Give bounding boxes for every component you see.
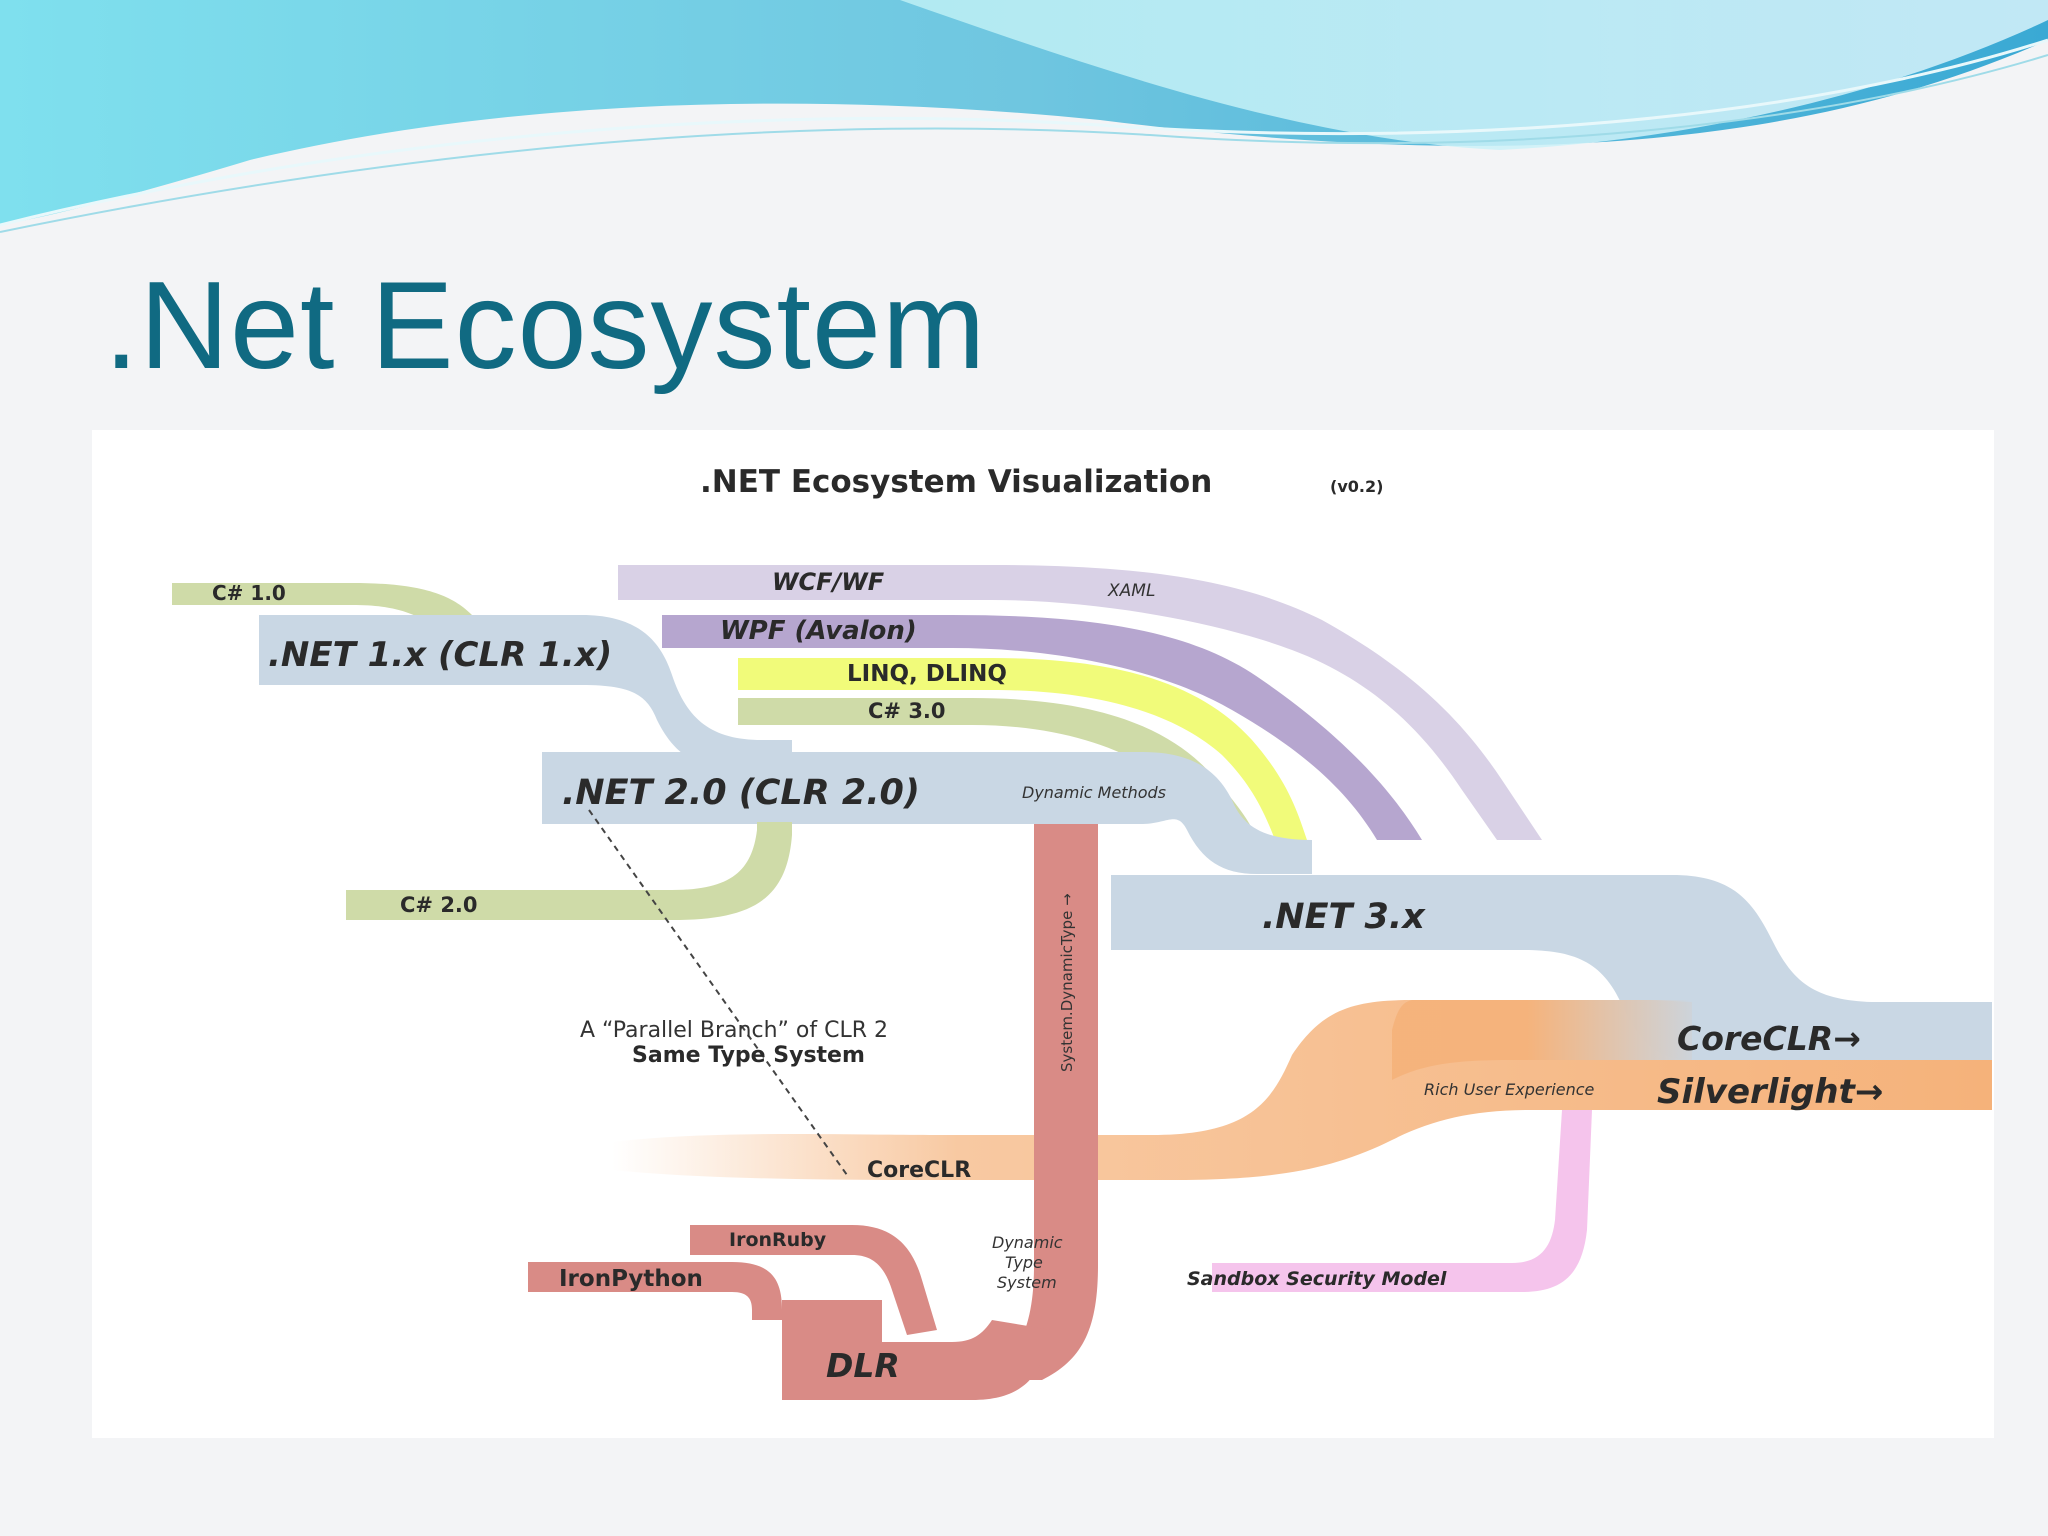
label-dynamic-methods: Dynamic Methods <box>1022 783 1166 802</box>
label-sandbox: Sandbox Security Model <box>1187 1268 1447 1290</box>
stream-net-2 <box>542 752 1312 874</box>
stream-wpf <box>662 615 1422 840</box>
annotation-line-1: A “Parallel Branch” of CLR 2 <box>580 1018 888 1043</box>
label-linq: LINQ, DLINQ <box>847 661 1007 687</box>
parallel-branch-pointer <box>588 809 848 1176</box>
label-csharp-1: C# 1.0 <box>212 581 286 605</box>
slide-title: .Net Ecosystem <box>104 257 987 395</box>
label-wcf-wf: WCF/WF <box>772 568 885 596</box>
label-coreclr-right: CoreCLR→ <box>1677 1019 1861 1058</box>
annotation-line-2: Same Type System <box>632 1043 865 1068</box>
label-net-2: .NET 2.0 (CLR 2.0) <box>562 773 920 813</box>
stream-dynamic-type <box>992 824 1098 1380</box>
label-wpf: WPF (Avalon) <box>720 616 917 646</box>
label-rich-ux: Rich User Experience <box>1424 1080 1595 1099</box>
ecosystem-diagram-svg: .NET Ecosystem Visualization (v0.2) C# 1… <box>172 464 1992 1400</box>
stream-sandbox <box>1212 1110 1592 1292</box>
label-iron-ruby: IronRuby <box>729 1229 827 1251</box>
diagram-title: .NET Ecosystem Visualization <box>700 464 1212 500</box>
stream-wcf-wf <box>618 565 1542 840</box>
stream-net-3x <box>1111 875 1992 1060</box>
stream-csharp-3 <box>738 698 1257 840</box>
stream-csharp-2 <box>346 822 792 920</box>
ecosystem-diagram: .NET Ecosystem Visualization (v0.2) C# 1… <box>92 430 1994 1438</box>
header-wave-decoration <box>0 0 2048 233</box>
label-dyn-type-sys-2: Type <box>1005 1253 1043 1272</box>
label-net-3x: .NET 3.x <box>1262 897 1426 937</box>
label-csharp-3: C# 3.0 <box>868 699 946 723</box>
stream-dlr <box>782 1300 1052 1400</box>
label-coreclr-mid: CoreCLR <box>867 1158 971 1183</box>
label-dynamic-type: System.DynamicType → <box>1058 893 1076 1072</box>
label-dyn-type-sys-3: System <box>997 1273 1057 1292</box>
diagram-version: (v0.2) <box>1330 477 1383 496</box>
stream-linq <box>738 658 1307 840</box>
label-xaml: XAML <box>1107 581 1155 601</box>
label-iron-python: IronPython <box>559 1266 703 1292</box>
label-csharp-2: C# 2.0 <box>400 893 478 917</box>
stream-coreclr-blend <box>1392 1000 1692 1080</box>
stream-iron-ruby <box>690 1225 937 1335</box>
label-net-1x: .NET 1.x (CLR 1.x) <box>268 635 612 675</box>
label-dyn-type-sys-1: Dynamic <box>992 1233 1063 1252</box>
label-silverlight: Silverlight→ <box>1657 1072 1883 1112</box>
stream-csharp-1 <box>172 583 472 625</box>
stream-net-1x <box>259 615 792 770</box>
label-dlr: DLR <box>826 1346 900 1385</box>
stream-iron-python <box>528 1262 782 1320</box>
